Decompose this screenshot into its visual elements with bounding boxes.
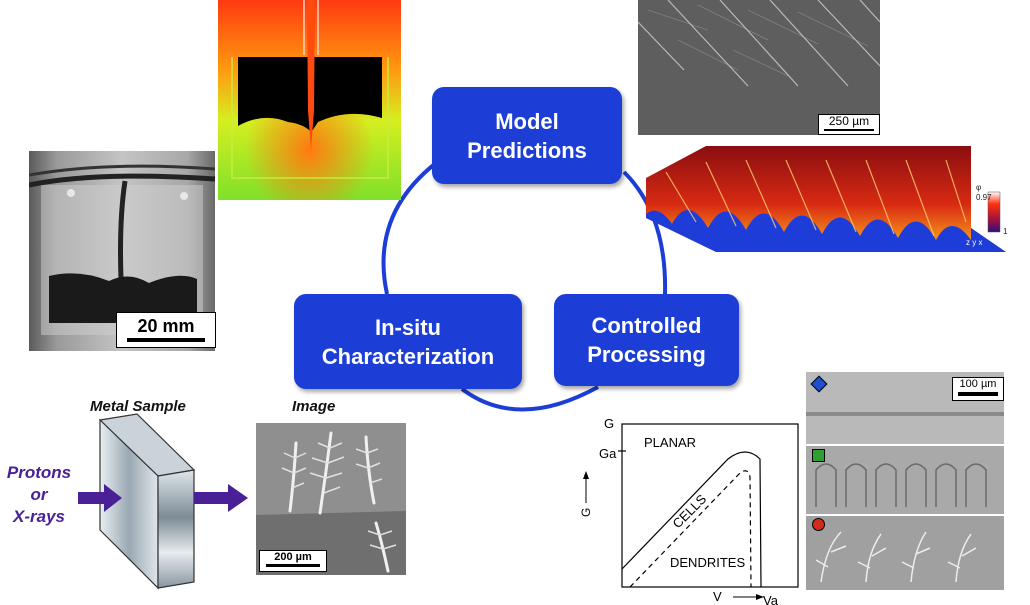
cycle-arc-bottom	[460, 385, 599, 412]
sim-axes-label: z y x	[966, 238, 982, 247]
controlled-processing-box: Controlled Processing	[554, 294, 739, 386]
beam-label-line1: Protons	[6, 463, 72, 482]
map-planar-label: PLANAR	[644, 435, 696, 450]
map-y-axis-label: G	[579, 508, 593, 517]
map-dendrites-label: DENDRITES	[670, 555, 745, 570]
sim-colorbar-label: φ	[976, 183, 981, 192]
controlled-line1: Controlled	[591, 313, 702, 338]
xray-scale-bar: 20 mm	[116, 312, 216, 348]
micro-scale-bar: 100 µm	[952, 377, 1004, 401]
circle-marker-icon	[812, 518, 825, 531]
thermal-simulation-image	[218, 0, 401, 200]
beam-label: Protons or X-rays	[0, 462, 78, 528]
phase-field-simulation-image: φ 0.97 1 z y x	[646, 146, 1008, 252]
map-y-top-label: G	[604, 416, 614, 431]
sim-colorbar-top: 0.97	[976, 193, 992, 202]
cycle-arc-left	[381, 161, 438, 295]
cycle-arc-right	[622, 170, 668, 295]
beam-label-line3: X-rays	[13, 507, 65, 526]
micro-scale-label: 100 µm	[959, 378, 997, 390]
dendrite-scale-label: 200 µm	[274, 551, 312, 563]
sem-micrograph-image	[638, 0, 880, 135]
map-x-va-label: Va	[763, 593, 779, 605]
solidification-map: G Ga G V Va PLANAR CELLS DENDRITES	[579, 416, 799, 605]
sim-colorbar-bottom: 1	[1003, 227, 1008, 236]
image-label: Image	[292, 398, 336, 415]
model-line2: Predictions	[467, 137, 587, 163]
insitu-line2: Characterization	[321, 343, 495, 369]
beam-label-line2: or	[30, 485, 48, 504]
square-marker-icon	[812, 449, 825, 462]
model-line1: Model	[495, 108, 559, 134]
sem-scale-label: 250 µm	[828, 114, 870, 128]
metal-sample-diagram	[78, 413, 248, 590]
xray-scale-label: 20 mm	[137, 316, 195, 336]
dendrite-scale-bar: 200 µm	[259, 550, 327, 572]
insitu-characterization-box: In-situ Characterization	[294, 294, 522, 389]
insitu-line1: In-situ	[374, 314, 441, 340]
map-x-axis-label: V	[713, 589, 722, 604]
model-predictions-box: Model Predictions	[432, 87, 622, 184]
map-y-ga-label: Ga	[599, 446, 617, 461]
sem-scale-bar: 250 µm	[818, 114, 880, 135]
microstructure-panels	[806, 372, 1004, 590]
controlled-line2: Processing	[587, 342, 706, 367]
metal-sample-label: Metal Sample	[90, 398, 186, 415]
